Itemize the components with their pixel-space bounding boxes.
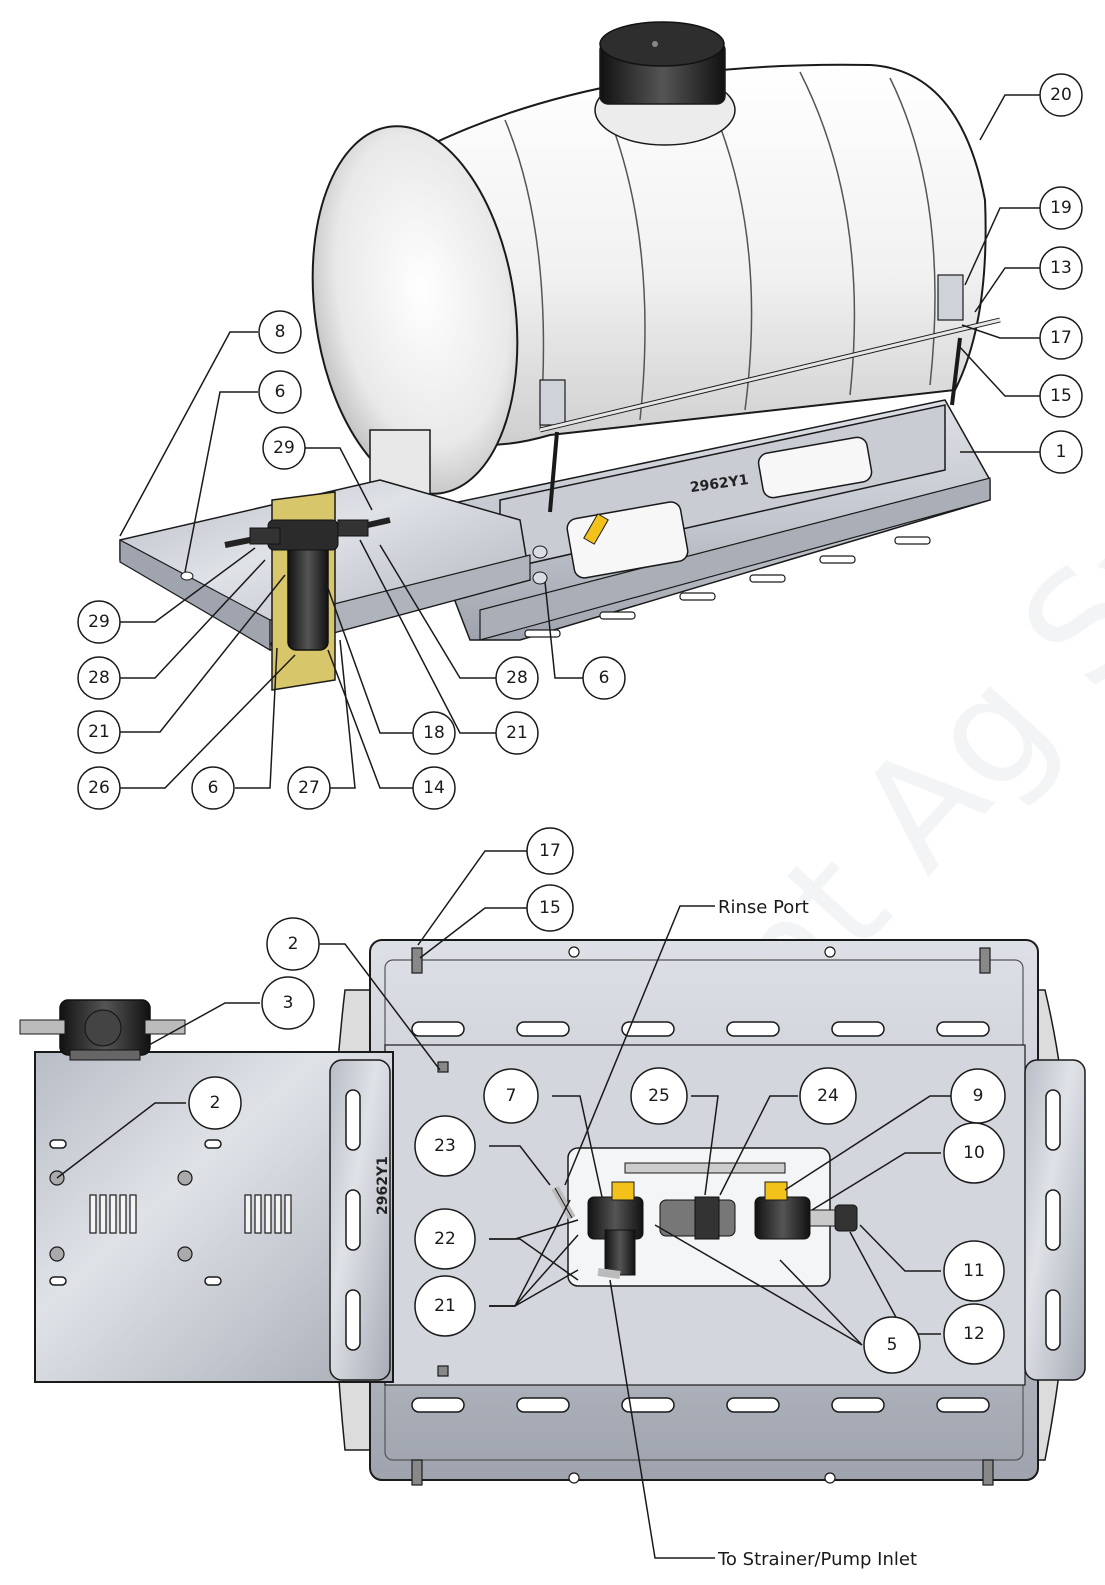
balloon-28-b: 28 bbox=[495, 656, 539, 700]
svg-text:6: 6 bbox=[208, 778, 219, 798]
tank-lid bbox=[594, 21, 736, 146]
svg-text:1: 1 bbox=[1056, 442, 1067, 462]
svg-text:15: 15 bbox=[539, 898, 561, 918]
svg-text:21: 21 bbox=[88, 722, 110, 742]
balloon-2-a: 2 bbox=[266, 917, 320, 971]
pump bbox=[19, 999, 186, 1061]
svg-text:17: 17 bbox=[1050, 328, 1072, 348]
balloon-21-c: 21 bbox=[414, 1275, 476, 1337]
upper-leader-lines bbox=[119, 94, 1040, 789]
svg-text:6: 6 bbox=[275, 382, 286, 402]
balloon-15-top: 15 bbox=[1039, 374, 1083, 418]
balloons: 20 19 13 17 15 1 8 6 29 29 28 21 26 6 27… bbox=[77, 73, 1083, 1374]
balloon-5: 5 bbox=[863, 1316, 921, 1374]
svg-text:21: 21 bbox=[506, 723, 528, 743]
valve-manifold bbox=[551, 1162, 858, 1279]
strainer-assembly bbox=[224, 491, 609, 691]
svg-text:29: 29 bbox=[273, 438, 295, 458]
balloon-8: 8 bbox=[258, 310, 302, 354]
svg-text:18: 18 bbox=[423, 723, 445, 743]
svg-text:5: 5 bbox=[887, 1335, 898, 1355]
svg-text:7: 7 bbox=[506, 1086, 517, 1106]
tank: 2962Y1 bbox=[311, 21, 1001, 513]
svg-text:3: 3 bbox=[283, 993, 294, 1013]
tank-straps bbox=[539, 274, 1001, 513]
svg-text:25: 25 bbox=[648, 1086, 670, 1106]
svg-text:2: 2 bbox=[210, 1093, 221, 1113]
balloon-17-bot: 17 bbox=[526, 827, 574, 875]
balloon-12: 12 bbox=[943, 1303, 1005, 1365]
balloon-6-a: 6 bbox=[258, 370, 302, 414]
balloon-26: 26 bbox=[77, 766, 121, 810]
svg-text:14: 14 bbox=[423, 778, 445, 798]
balloon-3: 3 bbox=[261, 976, 315, 1030]
svg-text:8: 8 bbox=[275, 322, 286, 342]
balloon-25: 25 bbox=[630, 1067, 688, 1125]
balloon-29-a: 29 bbox=[262, 426, 306, 470]
svg-text:19: 19 bbox=[1050, 198, 1072, 218]
svg-text:22: 22 bbox=[434, 1229, 456, 1249]
svg-text:28: 28 bbox=[88, 668, 110, 688]
svg-text:15: 15 bbox=[1050, 386, 1072, 406]
svg-text:21: 21 bbox=[434, 1296, 456, 1316]
svg-text:2: 2 bbox=[288, 934, 299, 954]
lower-frame-stamp: 2962Y1 bbox=[375, 1156, 391, 1215]
rinse-port-callout: Rinse Port bbox=[718, 897, 809, 918]
balloon-15-bot: 15 bbox=[526, 884, 574, 932]
svg-text:27: 27 bbox=[298, 778, 320, 798]
balloon-27: 27 bbox=[287, 766, 331, 810]
svg-text:26: 26 bbox=[88, 778, 110, 798]
svg-text:17: 17 bbox=[539, 841, 561, 861]
balloon-20: 20 bbox=[1039, 73, 1083, 117]
lower-leader-lines bbox=[56, 850, 951, 1559]
balloon-13: 13 bbox=[1039, 246, 1083, 290]
svg-text:20: 20 bbox=[1050, 85, 1072, 105]
svg-text:9: 9 bbox=[973, 1086, 984, 1106]
svg-text:24: 24 bbox=[817, 1086, 839, 1106]
balloon-10: 10 bbox=[943, 1122, 1005, 1184]
balloon-6-b: 6 bbox=[191, 766, 235, 810]
balloon-29-b: 29 bbox=[77, 600, 121, 644]
balloon-7: 7 bbox=[483, 1068, 539, 1124]
svg-text:10: 10 bbox=[963, 1143, 985, 1163]
svg-text:11: 11 bbox=[963, 1261, 985, 1281]
balloon-6-c: 6 bbox=[582, 656, 626, 700]
svg-text:13: 13 bbox=[1050, 258, 1072, 278]
svg-text:29: 29 bbox=[88, 612, 110, 632]
balloon-1: 1 bbox=[1039, 430, 1083, 474]
balloon-24: 24 bbox=[799, 1067, 857, 1125]
balloon-17-top: 17 bbox=[1039, 316, 1083, 360]
lower-top-view: 2962Y1 Rinse Port To S bbox=[19, 850, 1086, 1570]
balloon-23: 23 bbox=[414, 1115, 476, 1177]
balloon-21-b: 21 bbox=[495, 711, 539, 755]
svg-text:12: 12 bbox=[963, 1324, 985, 1344]
balloon-11: 11 bbox=[943, 1240, 1005, 1302]
to-strainer-callout: To Strainer/Pump Inlet bbox=[717, 1549, 917, 1570]
balloon-14: 14 bbox=[412, 766, 456, 810]
svg-text:28: 28 bbox=[506, 668, 528, 688]
svg-text:23: 23 bbox=[434, 1136, 456, 1156]
balloon-21-a: 21 bbox=[77, 710, 121, 754]
balloon-28-a: 28 bbox=[77, 656, 121, 700]
svg-text:6: 6 bbox=[599, 668, 610, 688]
balloon-22: 22 bbox=[414, 1208, 476, 1270]
balloon-9: 9 bbox=[950, 1068, 1006, 1124]
balloon-2-b: 2 bbox=[188, 1076, 242, 1130]
balloon-18: 18 bbox=[412, 711, 456, 755]
upper-isometric-view: 2962Y1 bbox=[119, 21, 1040, 789]
balloon-19: 19 bbox=[1039, 186, 1083, 230]
